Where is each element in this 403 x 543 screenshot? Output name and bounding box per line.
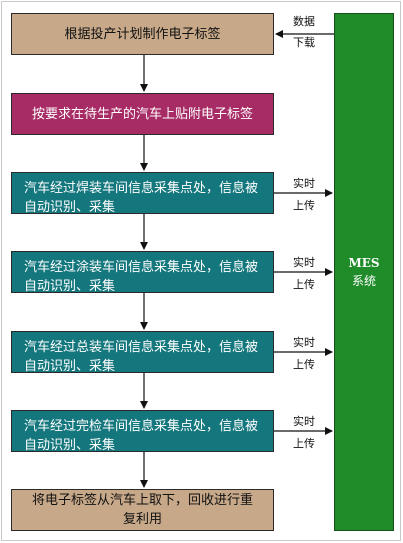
step-welding-shop: 汽车经过焊装车间信息采集点处，信息被自动识别、采集	[11, 172, 274, 215]
upload-label-line1: 实时	[293, 256, 315, 269]
upload-label-1: 实时 上传	[284, 176, 324, 214]
step-label: 汽车经过涂装车间信息采集点处，信息被自动识别、采集	[24, 260, 259, 294]
step-label: 将电子标签从汽车上取下，回收进行重复利用	[32, 493, 254, 527]
step-final-inspection-shop: 汽车经过完检车间信息采集点处，信息被自动识别、采集	[11, 410, 274, 453]
upload-label-line2: 上传	[293, 358, 315, 371]
step-assembly-shop: 汽车经过总装车间信息采集点处，信息被自动识别、采集	[11, 331, 274, 374]
mes-subtitle: 系统	[351, 274, 376, 288]
upload-label-2: 实时 上传	[284, 255, 324, 293]
step-label: 汽车经过完检车间信息采集点处，信息被自动识别、采集	[24, 419, 259, 453]
upload-label-line2: 上传	[293, 199, 315, 212]
upload-label-line2: 上传	[293, 278, 315, 291]
step-label: 根据投产计划制作电子标签	[64, 26, 221, 42]
upload-label-line1: 实时	[293, 177, 315, 190]
upload-label-line2: 上传	[293, 437, 315, 450]
step-label: 按要求在待生产的汽车上贴附电子标签	[31, 106, 253, 122]
mes-system-block: MES 系统	[334, 13, 394, 531]
upload-label-line1: 实时	[293, 415, 315, 428]
upload-label-4: 实时 上传	[284, 414, 324, 452]
step-attach-tag: 按要求在待生产的汽车上贴附电子标签	[11, 93, 274, 135]
upload-label-3: 实时 上传	[284, 335, 324, 373]
download-label: 数据 下载	[284, 14, 324, 51]
download-label-line2: 下载	[293, 36, 315, 49]
download-label-line1: 数据	[293, 15, 315, 28]
step-recycle-tag: 将电子标签从汽车上取下，回收进行重复利用	[11, 489, 274, 531]
step-label: 汽车经过焊装车间信息采集点处，信息被自动识别、采集	[24, 181, 259, 215]
mes-title: MES	[348, 256, 380, 270]
upload-label-line1: 实时	[293, 336, 315, 349]
step-make-tag: 根据投产计划制作电子标签	[11, 13, 274, 55]
step-painting-shop: 汽车经过涂装车间信息采集点处，信息被自动识别、采集	[11, 251, 274, 294]
step-label: 汽车经过总装车间信息采集点处，信息被自动识别、采集	[24, 340, 259, 374]
